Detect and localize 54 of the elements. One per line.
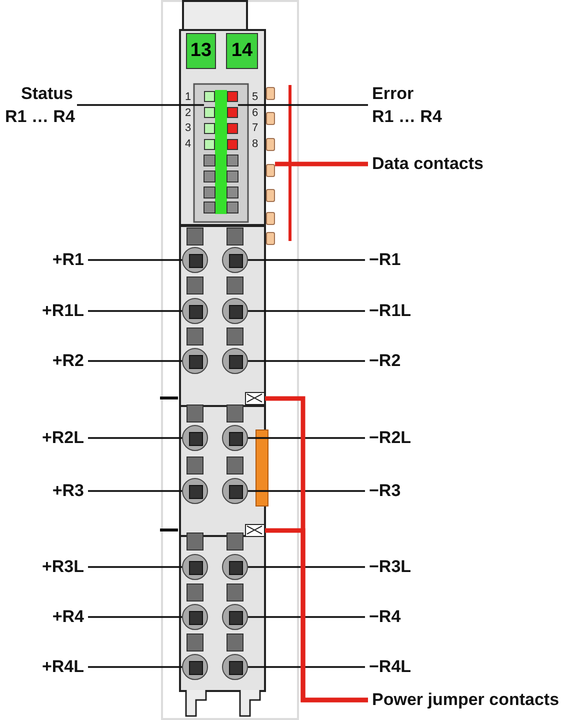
leader-line [88,616,182,618]
led-number: 1 [184,91,192,103]
leader-line [248,360,365,362]
callout-label: −R1 [365,248,435,272]
led-number: 2 [184,107,192,119]
leader-line [88,360,182,362]
leader-line [248,566,365,568]
led-number: 6 [250,107,260,119]
callout-label: Error R1 … R4 [368,82,448,128]
leader-line [248,616,365,618]
callout-label: +R2L [18,426,88,450]
leader-line [248,310,365,312]
power-jumper-contact [245,524,265,537]
leader-line [238,104,368,106]
callout-label: −R3L [365,555,435,579]
leader-line [88,666,182,668]
leader-line [248,666,365,668]
leader-line [88,490,182,492]
channel-number: 14 [226,33,258,69]
callout-label: +R3 [18,479,88,503]
led-number: 5 [250,91,260,103]
callout-label: −R1L [365,299,435,323]
callout-label: −R2L [365,426,435,450]
callout-label: +R3L [18,555,88,579]
callout-label: +R1 [18,248,88,272]
led-column [204,91,215,150]
callout-label: Status R1 … R4 [5,82,77,128]
power-jumper-contact [245,392,265,405]
callout-label: −R2 [365,349,435,373]
leader-line [248,437,365,439]
callout-label: +R4 [18,605,88,629]
led-number: 3 [184,122,192,134]
leader-line [88,437,182,439]
leader-line [88,310,182,312]
callout-label: −R3 [365,479,435,503]
callout-label: −R4 [365,605,435,629]
leader-line [88,259,182,261]
leader-line [88,566,182,568]
leader-line [248,490,365,492]
leader-line [248,259,365,261]
led-number: 4 [184,138,192,150]
callout-label: Data contacts [368,152,498,176]
callout-label: −R4L [365,655,435,679]
callout-label: +R4L [18,655,88,679]
callout-label: +R2 [18,349,88,373]
led-number: 8 [250,138,260,150]
callout-label: +R1L [18,299,88,323]
leader-line [77,104,204,106]
led-column [227,91,238,150]
leader-line [265,528,368,702]
callout-label: Power jumper contacts [368,688,568,712]
leader-line [275,162,368,166]
led-number: 7 [250,122,260,134]
channel-number: 13 [186,33,216,69]
